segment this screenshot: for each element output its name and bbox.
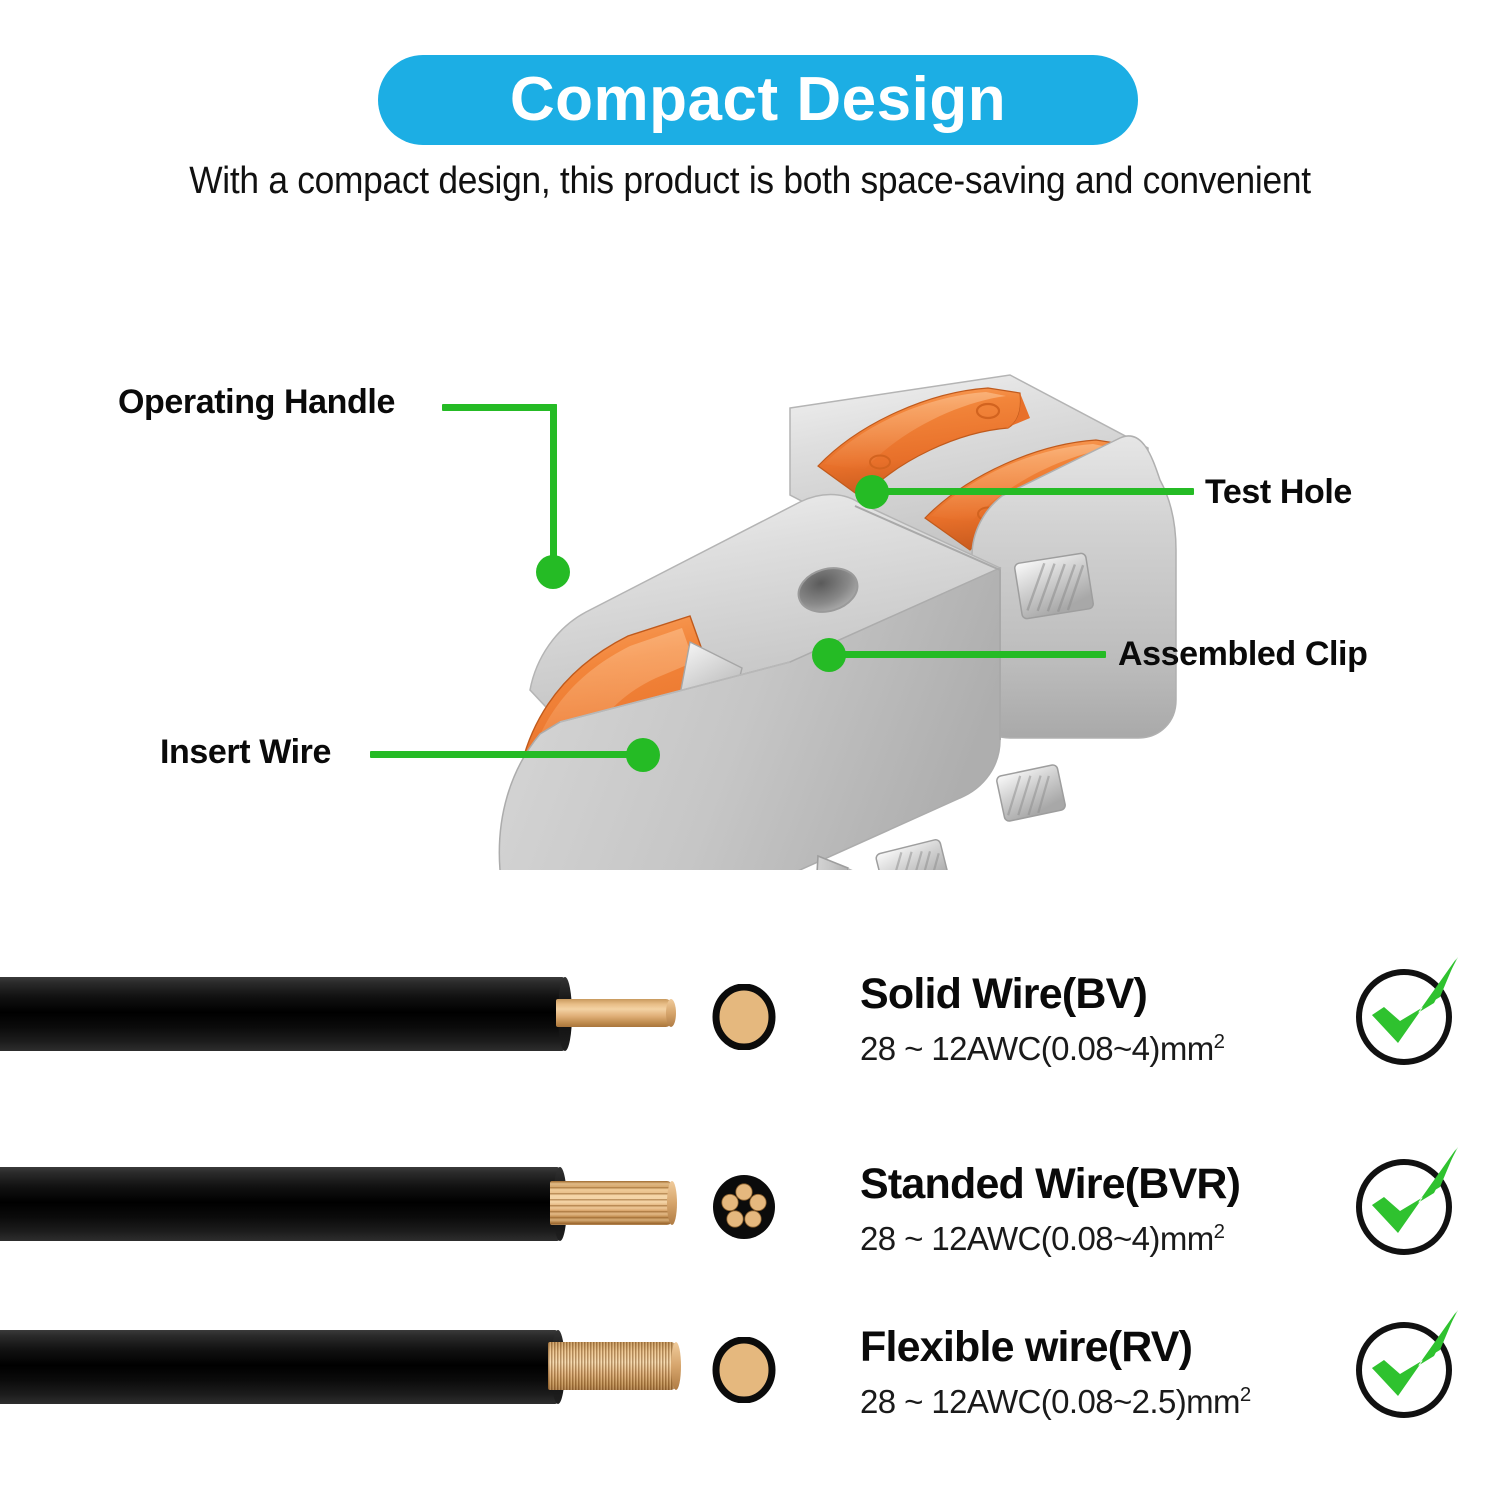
conductor-end-cap bbox=[667, 1181, 677, 1225]
supported-check-flexible bbox=[1348, 1306, 1468, 1426]
cross-section-solid-copper-circle bbox=[712, 984, 776, 1050]
subtitle-text: With a compact design, this product is b… bbox=[189, 160, 1311, 202]
callout-label-operating-handle: Operating Handle bbox=[118, 383, 395, 421]
rear-face-slot bbox=[1014, 552, 1094, 620]
wire-row-flexible: Flexible wire(RV) 28 ~ 12AWC(0.08~2.5)mm… bbox=[0, 1308, 1500, 1478]
leader-dot-insert-wire bbox=[626, 738, 660, 772]
callout-label-assembled-clip: Assembled Clip bbox=[1118, 635, 1368, 673]
leader-dot-assembled-clip bbox=[812, 638, 846, 672]
side-slot-3 bbox=[996, 764, 1066, 822]
product-illustration-area: Operating Handle Test Hole Assembled Cli… bbox=[0, 270, 1500, 870]
leader-dot-operating-handle bbox=[536, 555, 570, 589]
copper-conductor-solid bbox=[556, 999, 676, 1027]
leader-dot-test-hole bbox=[855, 475, 889, 509]
cable-insulation-solid bbox=[0, 977, 572, 1051]
leader-line-insert-wire bbox=[370, 751, 645, 758]
callout-label-insert-wire: Insert Wire bbox=[160, 733, 332, 771]
leader-line-assembled-clip bbox=[828, 651, 1106, 658]
side-slot-1 bbox=[875, 839, 951, 870]
operating-lever-rear-1 bbox=[817, 387, 1030, 499]
wire-info-flexible: Flexible wire(RV) 28 ~ 12AWC(0.08~2.5)mm… bbox=[860, 1323, 1251, 1420]
wire-spec-solid: 28 ~ 12AWC(0.08~4)mm2 bbox=[860, 1030, 1225, 1067]
leader-line-operating-handle-horizontal bbox=[442, 404, 557, 411]
front-block-side bbox=[498, 566, 1001, 870]
wire-title-flexible: Flexible wire(RV) bbox=[860, 1323, 1193, 1371]
callout-label-test-hole: Test Hole bbox=[1205, 473, 1352, 511]
wire-spec-flexible: 28 ~ 12AWC(0.08~2.5)mm2 bbox=[860, 1383, 1251, 1420]
assembled-clip-rail bbox=[816, 854, 849, 870]
wire-info-stranded: Standed Wire(BVR) 28 ~ 12AWC(0.08~4)mm2 bbox=[860, 1160, 1241, 1257]
wire-info-solid: Solid Wire(BV) 28 ~ 12AWC(0.08~4)mm2 bbox=[860, 970, 1225, 1067]
wire-row-solid: Solid Wire(BV) 28 ~ 12AWC(0.08~4)mm2 bbox=[0, 955, 1500, 1125]
supported-check-stranded bbox=[1348, 1143, 1468, 1263]
cable-insulation-flexible bbox=[0, 1330, 565, 1404]
cross-section-stranded-copper-circle bbox=[713, 1175, 775, 1239]
cable-insulation-stranded bbox=[0, 1167, 567, 1241]
cross-section-flexible-copper-circle bbox=[712, 1337, 776, 1403]
title-badge: Compact Design bbox=[378, 55, 1138, 145]
supported-check-solid bbox=[1348, 953, 1468, 1073]
test-hole-upper bbox=[797, 567, 859, 613]
conductor-end-cap bbox=[671, 1342, 681, 1390]
wire-row-stranded: Standed Wire(BVR) 28 ~ 12AWC(0.08~4)mm2 bbox=[0, 1145, 1500, 1315]
leader-line-test-hole bbox=[871, 488, 1194, 495]
wire-connector-illustration bbox=[498, 374, 1177, 870]
copper-conductor-flexible bbox=[548, 1342, 681, 1390]
leader-line-operating-handle-vertical bbox=[550, 404, 557, 569]
wire-title-solid: Solid Wire(BV) bbox=[860, 970, 1148, 1018]
copper-conductor-stranded bbox=[550, 1181, 677, 1225]
wire-title-stranded: Standed Wire(BVR) bbox=[860, 1160, 1241, 1208]
page-title: Compact Design bbox=[509, 65, 1007, 134]
wire-spec-stranded: 28 ~ 12AWC(0.08~4)mm2 bbox=[860, 1220, 1225, 1257]
conductor-end-cap bbox=[666, 999, 676, 1027]
